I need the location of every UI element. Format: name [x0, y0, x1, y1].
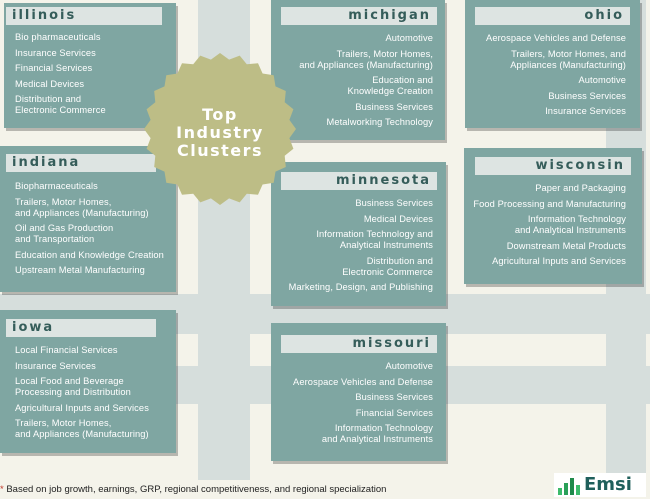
bar-chart-logo-icon: [558, 478, 580, 495]
cluster-item: Aerospace Vehicles and Defense: [293, 376, 433, 387]
cluster-list: Local Financial Services Insurance Servi…: [15, 345, 175, 445]
cluster-item: Trailers, Motor Homes, and Appliances (M…: [15, 418, 149, 439]
badge-line-2: Industry: [176, 123, 264, 142]
cluster-item: Insurance Services: [545, 106, 626, 116]
cluster-item: Biopharmaceuticals: [15, 181, 98, 191]
cluster-item: Medical Devices: [15, 78, 85, 89]
cluster-item: Medical Devices: [363, 213, 433, 224]
cluster-item: Information Technology and Analytical In…: [514, 214, 626, 235]
cluster-item: Local Financial Services: [15, 345, 118, 355]
cluster-list: Business Services Medical Devices Inform…: [275, 198, 433, 298]
cluster-list: Paper and Packaging Food Processing and …: [466, 183, 626, 272]
cluster-item: Information Technology and Analytical In…: [316, 229, 433, 250]
state-panel-missouri: missouri Automotive Aerospace Vehicles a…: [271, 323, 446, 461]
cluster-item: Metalworking Technology: [326, 117, 433, 127]
badge-line-3: Clusters: [176, 141, 264, 160]
state-panel-iowa: iowa Local Financial Services Insurance …: [0, 310, 176, 453]
cluster-item: Insurance Services: [15, 47, 96, 58]
footnote-text: Based on job growth, earnings, GRP, regi…: [6, 484, 387, 495]
cluster-item: Information Technology and Analytical In…: [321, 423, 433, 444]
cluster-item: Paper and Packaging: [535, 183, 626, 193]
footnote: * Based on job growth, earnings, GRP, re…: [0, 484, 386, 495]
cluster-item: Distribution and Electronic Commerce: [342, 255, 433, 277]
cluster-item: Trailers, Motor Homes, and Appliances (M…: [510, 48, 626, 70]
state-panel-ohio: ohio Aerospace Vehicles and Defense Trai…: [465, 0, 640, 128]
cluster-item: Financial Services: [15, 63, 93, 73]
cluster-list: Aerospace Vehicles and Defense Trailers,…: [469, 33, 626, 122]
cluster-item: Business Services: [355, 392, 433, 402]
cluster-item: Agricultural Inputs and Services: [15, 402, 149, 413]
center-badge-title: Top Industry Clusters: [143, 106, 297, 160]
footnote-marker: *: [0, 484, 4, 495]
center-badge-seal: [144, 53, 296, 205]
state-title: iowa: [6, 319, 156, 337]
cluster-item: Insurance Services: [15, 360, 96, 371]
cluster-item: Education and Knowledge Creation: [347, 75, 433, 96]
state-panel-indiana: indiana Biopharmaceuticals Trailers, Mot…: [0, 146, 176, 292]
cluster-list: Biopharmaceuticals Trailers, Motor Homes…: [15, 181, 175, 281]
state-title: illinois: [6, 7, 162, 25]
cluster-list: Automotive Aerospace Vehicles and Defens…: [275, 361, 433, 450]
state-title: indiana: [6, 154, 156, 172]
cluster-item: Financial Services: [355, 407, 433, 418]
state-panel-michigan: michigan Automotive Trailers, Motor Home…: [271, 0, 445, 140]
badge-shape: [144, 53, 296, 205]
cluster-item: Oil and Gas Production and Transportatio…: [15, 223, 114, 244]
state-panel-illinois: illinois Bio pharmaceuticals Insurance S…: [4, 3, 176, 128]
cluster-item: Business Services: [355, 101, 433, 112]
cluster-item: Distribution and Electronic Commerce: [15, 94, 106, 115]
cluster-item: Trailers, Motor Homes, and Appliances (M…: [299, 48, 433, 70]
badge-line-1: Top: [202, 105, 238, 124]
state-panel-wisconsin: wisconsin Paper and Packaging Food Proce…: [464, 148, 642, 284]
cluster-item: Downstream Metal Products: [506, 240, 626, 251]
cluster-item: Business Services: [548, 90, 626, 101]
cluster-item: Trailers, Motor Homes, and Appliances (M…: [15, 196, 149, 218]
cluster-item: Business Services: [355, 198, 433, 208]
cluster-item: Bio pharmaceuticals: [15, 32, 101, 42]
cluster-item: Automotive: [385, 361, 433, 371]
emsi-logo: Emsi: [554, 473, 646, 497]
cluster-item: Automotive: [385, 33, 433, 43]
state-title: michigan: [281, 7, 437, 25]
cluster-list: Bio pharmaceuticals Insurance Services F…: [15, 32, 175, 121]
cluster-item: Education and Knowledge Creation: [15, 249, 164, 260]
cluster-item: Automotive: [578, 75, 626, 85]
cluster-list: Automotive Trailers, Motor Homes, and Ap…: [275, 33, 433, 133]
cluster-item: Upstream Metal Manufacturing: [15, 265, 145, 275]
state-title: missouri: [281, 335, 437, 353]
state-panel-minnesota: minnesota Business Services Medical Devi…: [271, 162, 446, 306]
state-title: minnesota: [281, 172, 437, 190]
cluster-item: Food Processing and Manufacturing: [473, 198, 626, 209]
state-title: ohio: [475, 7, 630, 25]
cluster-item: Agricultural Inputs and Services: [492, 256, 626, 266]
state-title: wisconsin: [475, 157, 631, 175]
cluster-item: Marketing, Design, and Publishing: [288, 282, 433, 292]
logo-wordmark: Emsi: [584, 474, 632, 495]
cluster-item: Aerospace Vehicles and Defense: [486, 33, 626, 43]
cluster-item: Local Food and Beverage Processing and D…: [15, 376, 131, 397]
